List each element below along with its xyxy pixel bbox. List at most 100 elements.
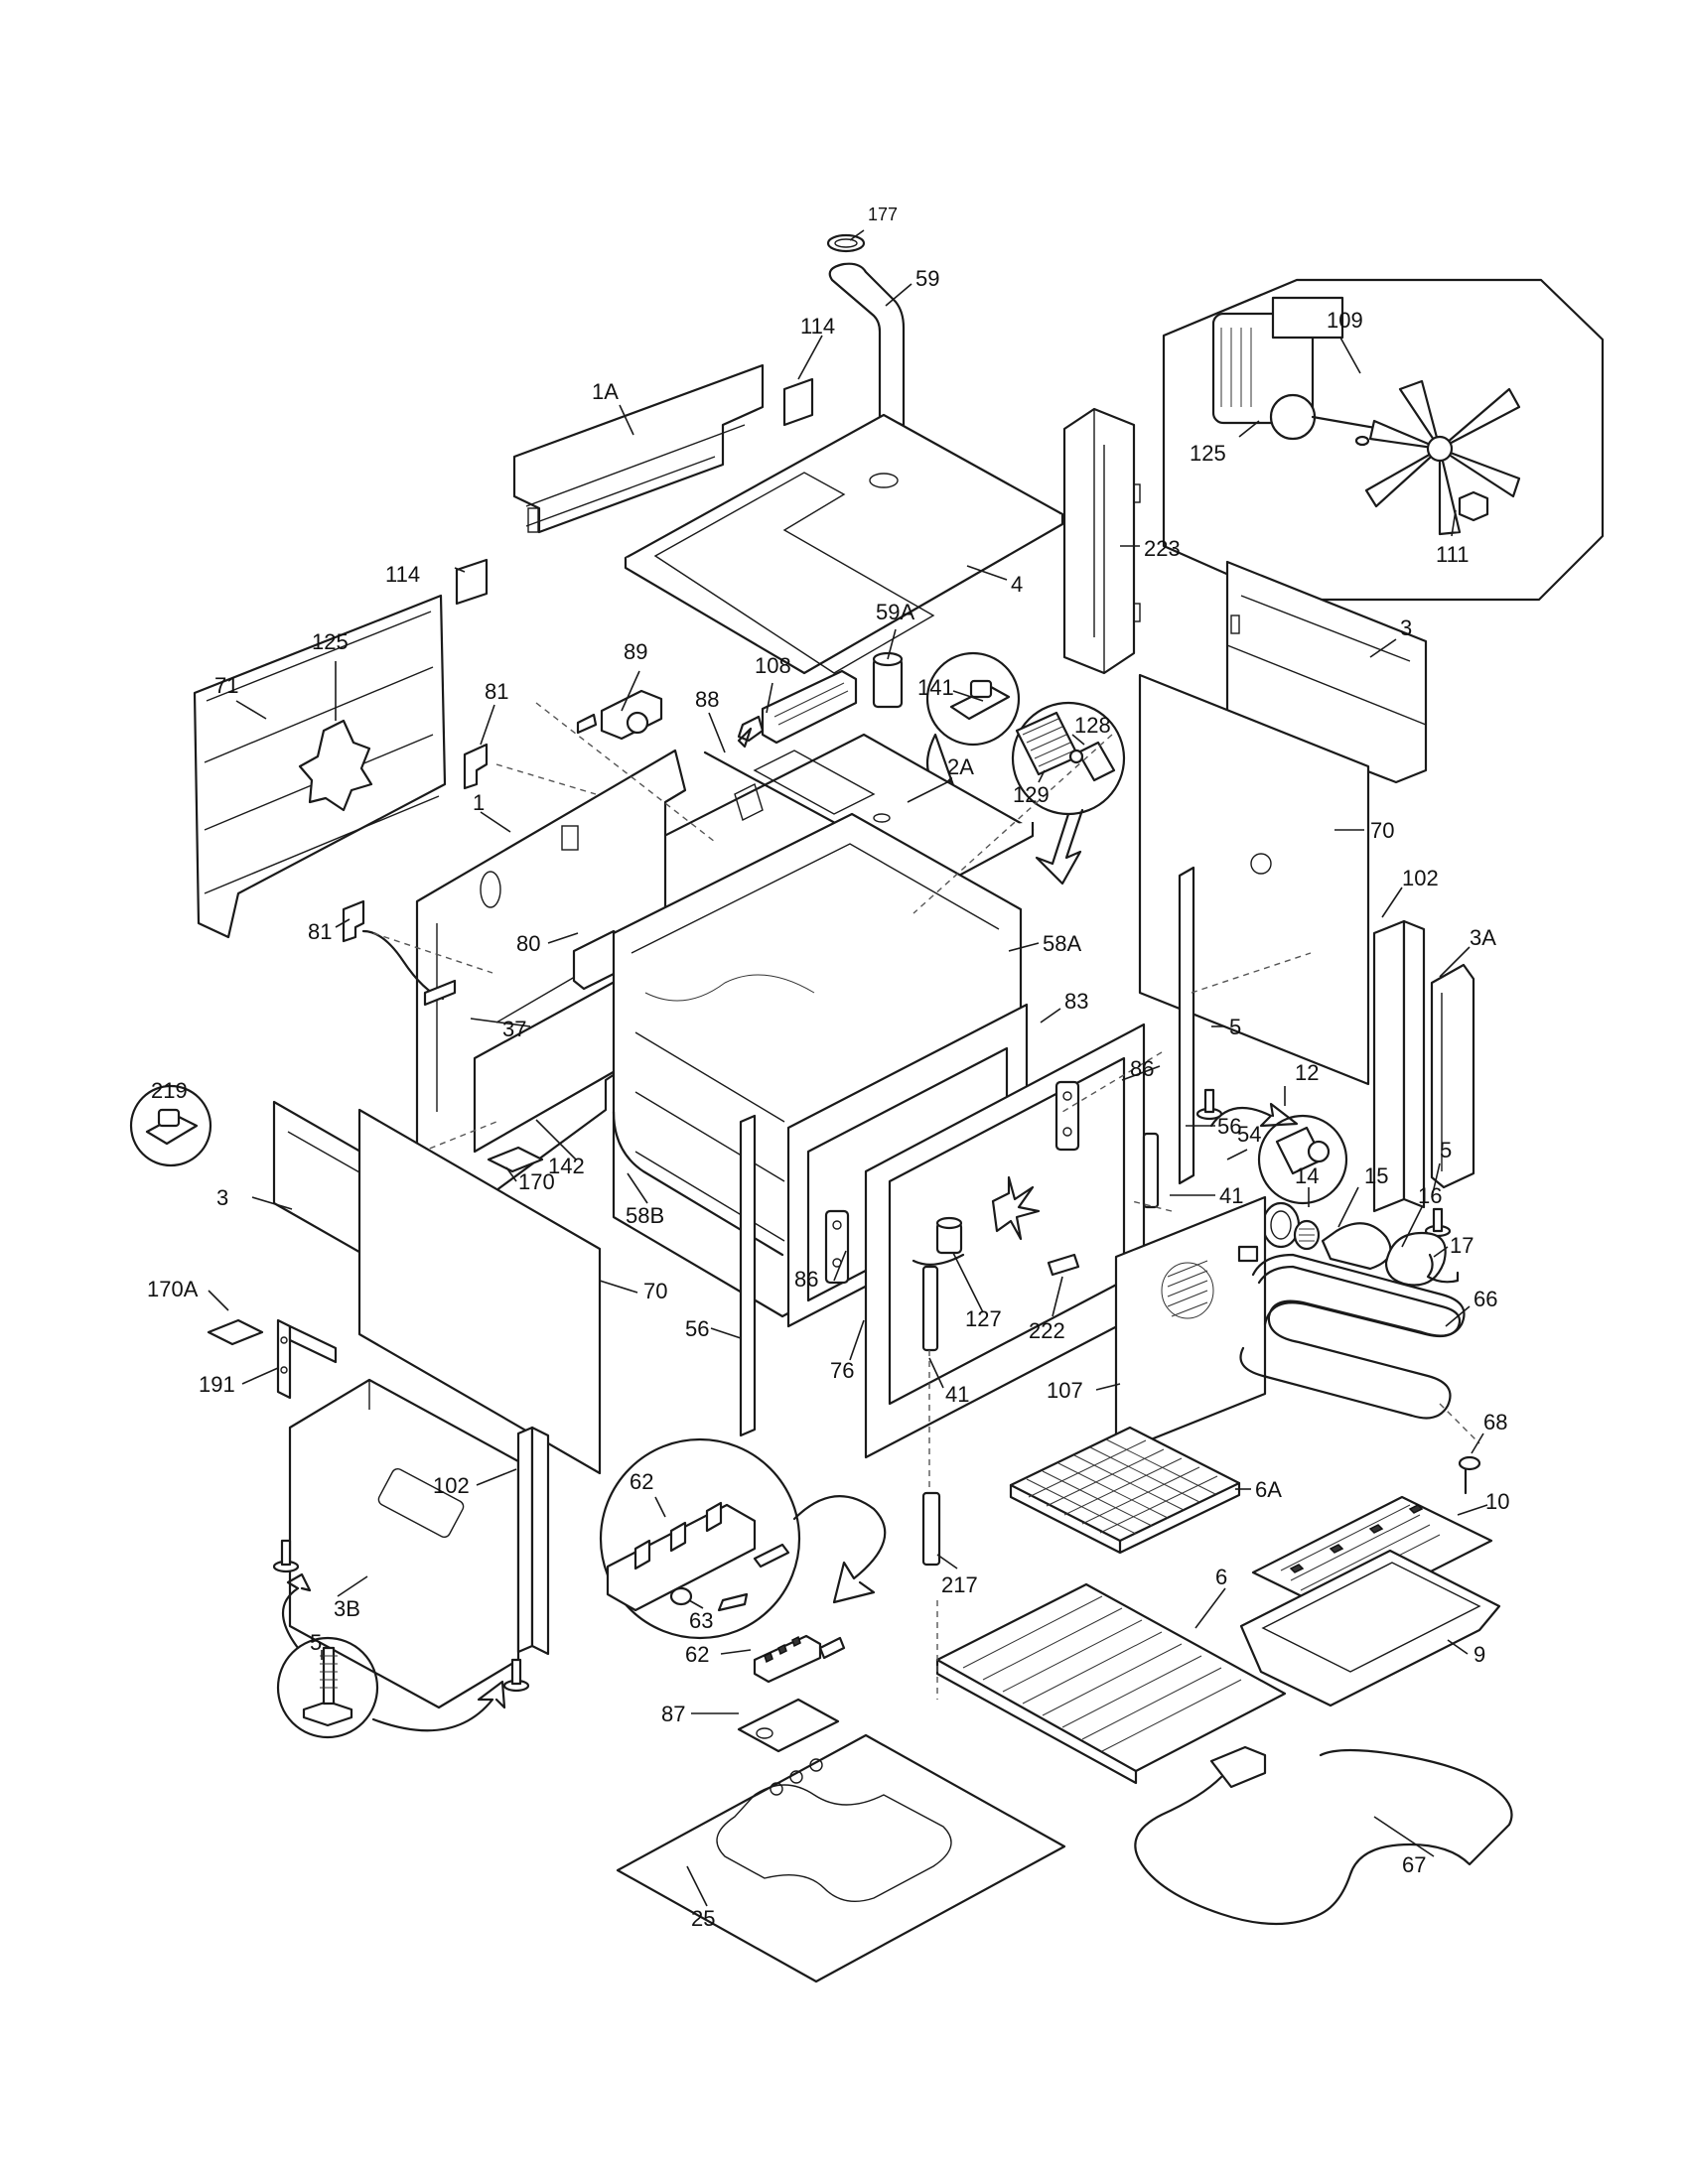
door-bracket-41-left (921, 1265, 939, 1352)
side-trim-3A (1430, 963, 1475, 1189)
foot-5-right-upper (1195, 1088, 1223, 1121)
callout-3-lower: 3 (216, 1185, 228, 1210)
callout-219: 219 (151, 1078, 188, 1103)
side-bar-56-left (739, 1114, 757, 1437)
oven-insulation-58B (612, 1110, 784, 1257)
callout-142: 142 (548, 1154, 585, 1178)
fan-motor-inset-box (1162, 278, 1605, 602)
lamp-cover-16 (1384, 1231, 1447, 1287)
temperature-sensor-127 (912, 1216, 965, 1266)
lamp-socket-14 (1293, 1219, 1321, 1251)
callout-70-left: 70 (643, 1279, 667, 1303)
callout-1A: 1A (592, 379, 619, 404)
callout-41-right: 41 (1219, 1183, 1243, 1208)
callout-15: 15 (1364, 1163, 1388, 1188)
callout-86-left: 86 (794, 1267, 818, 1292)
bracket-191 (276, 1318, 338, 1400)
callout-54: 54 (1237, 1122, 1261, 1147)
callout-3A: 3A (1470, 925, 1496, 950)
thermostat-inset-141 (919, 651, 1021, 810)
vent-duct-59A (872, 651, 904, 709)
bracket-81-lower (342, 899, 365, 943)
callout-56-right: 56 (1217, 1114, 1241, 1139)
callout-62: 62 (685, 1642, 709, 1667)
bracket-217 (921, 1491, 941, 1567)
callout-125: 125 (312, 629, 349, 654)
light-bulb-15 (1321, 1222, 1392, 1271)
callout-63: 63 (689, 1608, 713, 1633)
callout-66: 66 (1474, 1287, 1497, 1311)
callout-56-left: 56 (685, 1316, 709, 1341)
callout-3-upper: 3 (1400, 615, 1412, 640)
callout-2A: 2A (947, 754, 974, 779)
foot-5-left-small (272, 1539, 300, 1573)
callout-25: 25 (691, 1906, 715, 1931)
foot-5-right-lower (1424, 1207, 1452, 1238)
callout-10: 10 (1485, 1489, 1509, 1514)
bracket-87 (737, 1698, 840, 1753)
callout-37: 37 (502, 1017, 526, 1041)
callout-5-right-lower: 5 (1440, 1138, 1452, 1162)
limiter-inset-219 (129, 1084, 212, 1167)
callout-5-right-upper: 5 (1229, 1015, 1241, 1039)
element-shield-107 (1114, 1195, 1267, 1455)
socket-128 (1068, 741, 1116, 782)
callout-108: 108 (755, 653, 791, 678)
callout-127: 127 (965, 1306, 1002, 1331)
callout-3B: 3B (334, 1596, 360, 1621)
callout-6A: 6A (1255, 1477, 1282, 1502)
side-channel-223 (1062, 407, 1141, 675)
callout-67: 67 (1402, 1852, 1426, 1877)
door-hinge-86-right (1054, 1080, 1080, 1152)
callout-83: 83 (1064, 989, 1088, 1014)
callout-9: 9 (1474, 1642, 1485, 1667)
vent-tube-59 (828, 262, 906, 433)
terminal-screw-63 (669, 1543, 790, 1612)
callout-217: 217 (941, 1572, 978, 1597)
side-panel-3-upper (1225, 560, 1428, 784)
rear-top-panel-1A (512, 363, 765, 534)
leveling-leg-inset-5 (276, 1572, 506, 1739)
cooling-blower-108 (737, 669, 858, 749)
callout-129: 129 (1013, 782, 1050, 807)
callout-102-right: 102 (1402, 866, 1439, 890)
callout-223: 223 (1144, 536, 1181, 561)
callout-88: 88 (695, 687, 719, 712)
callout-5-left: 5 (310, 1630, 322, 1655)
bracket-114-top (782, 377, 814, 427)
callout-numbers: 177 59 114 1A 114 4 223 125 109 111 125 … (147, 205, 1509, 1931)
bracket-81-upper (463, 743, 489, 790)
callout-170A: 170A (147, 1277, 199, 1301)
callout-6: 6 (1215, 1565, 1227, 1589)
side-insulation-70-right (1138, 673, 1370, 1086)
callout-70-right: 70 (1370, 818, 1394, 843)
insulator-222 (1047, 1253, 1080, 1277)
lamp-lens-54 (1261, 1201, 1301, 1249)
callout-177: 177 (868, 205, 898, 224)
callout-71: 71 (214, 673, 238, 698)
bracket-170A (207, 1318, 264, 1346)
terminal-block-62-small (753, 1634, 846, 1684)
broil-pan-rack-6A (1009, 1426, 1241, 1555)
foot-5-left-right (502, 1658, 530, 1693)
callout-81-upper: 81 (485, 679, 508, 704)
callout-114-left: 114 (385, 562, 420, 587)
oven-rack-6 (935, 1582, 1287, 1785)
callout-102-left: 102 (433, 1473, 470, 1498)
callout-12: 12 (1295, 1060, 1319, 1085)
terminal-block-62 (606, 1501, 757, 1612)
callout-109: 109 (1327, 308, 1363, 333)
callout-58A: 58A (1043, 931, 1081, 956)
fan-nut-111 (1458, 490, 1489, 522)
callout-1: 1 (473, 790, 485, 815)
callout-62-inset: 62 (630, 1469, 653, 1494)
callout-59: 59 (915, 266, 939, 291)
callout-86-right: 86 (1130, 1056, 1154, 1081)
bracket-170 (487, 1146, 544, 1173)
callout-107: 107 (1047, 1378, 1083, 1403)
top-cover-4 (624, 413, 1064, 675)
callout-89: 89 (624, 639, 647, 664)
callout-80: 80 (516, 931, 540, 956)
clip-68 (1458, 1455, 1481, 1495)
